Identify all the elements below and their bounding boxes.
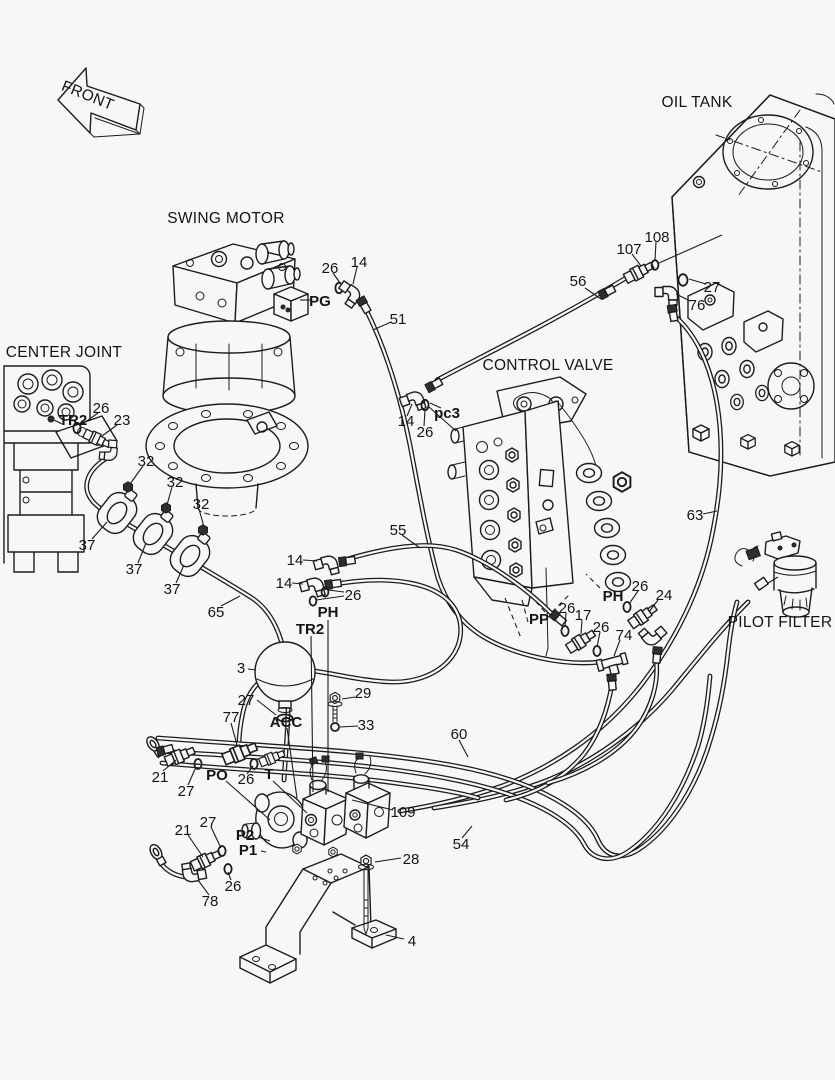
callout-27-tank: 27 [704, 279, 721, 296]
callout-23: 23 [114, 412, 131, 429]
mounting-bracket [239, 853, 397, 984]
callout-78: 78 [202, 893, 219, 910]
port-ph-cv: PH [603, 588, 624, 605]
callout-26-po: 26 [238, 771, 255, 788]
callout-21-a: 21 [152, 769, 169, 786]
oring-26-p1 [223, 863, 233, 875]
accumulator [254, 641, 316, 723]
port-p2: P2 [236, 827, 254, 844]
oring-26-pp [560, 625, 570, 637]
oring-26-ph [622, 601, 632, 613]
port-ph-m: PH [318, 604, 339, 621]
callout-65: 65 [208, 604, 225, 621]
callout-14-a: 14 [287, 552, 304, 569]
callout-33: 33 [358, 717, 375, 734]
callout-4: 4 [408, 933, 416, 950]
port-pp: PP [529, 611, 549, 628]
callout-26-m: 26 [345, 587, 362, 604]
callout-37-b: 37 [126, 561, 143, 578]
callout-24: 24 [656, 587, 673, 604]
callout-26-pg: 26 [322, 260, 339, 277]
callout-32-b: 32 [167, 474, 184, 491]
swing-motor-title: SWING MOTOR [167, 210, 285, 227]
callout-27-a: 27 [178, 783, 195, 800]
oil-tank [671, 93, 835, 477]
callout-26-cj: 26 [93, 400, 110, 417]
port-acc: ACC [270, 714, 303, 731]
callout-14-pc3: 14 [398, 413, 415, 430]
callout-14-b: 14 [276, 575, 293, 592]
washer-108 [650, 259, 660, 271]
hose-end-b [146, 841, 169, 868]
oring-26-cj [72, 421, 82, 435]
callout-21-b: 21 [175, 822, 192, 839]
callout-26-p1: 26 [225, 878, 242, 895]
pilot-filter [734, 531, 817, 618]
bolt-28 [358, 854, 374, 935]
port-po: PO [206, 767, 228, 784]
oring-27-a [193, 758, 203, 770]
callout-26-74: 26 [593, 619, 610, 636]
callout-76: 76 [689, 297, 706, 314]
callout-37-a: 37 [79, 537, 96, 554]
callout-108: 108 [644, 229, 669, 246]
port-p1: P1 [239, 842, 257, 859]
labels: SWING MOTOR OIL TANK CENTER JOINT CONTRO… [6, 94, 833, 950]
callout-27-b: 27 [200, 814, 217, 831]
callout-32-c: 32 [193, 496, 210, 513]
callout-29: 29 [355, 685, 372, 702]
pilot-filter-title: PILOT FILTER [728, 614, 833, 631]
callout-32-a: 32 [138, 453, 155, 470]
port-t: T [264, 766, 273, 783]
callout-27-acc: 27 [238, 692, 255, 709]
front-direction-arrow: FRONT [57, 67, 145, 138]
callout-109: 109 [390, 804, 415, 821]
callout-77: 77 [223, 709, 240, 726]
callout-63: 63 [687, 507, 704, 524]
callout-60: 60 [451, 726, 468, 743]
oring-27-tank [677, 273, 689, 287]
callout-56: 56 [570, 273, 587, 290]
fitting-24 [626, 601, 660, 631]
callout-107: 107 [616, 241, 641, 258]
bolt-29-washer-33 [327, 691, 343, 732]
oring-27-b [217, 845, 227, 857]
callout-26-pp: 26 [559, 600, 576, 617]
port-pc3: pc3 [434, 405, 460, 422]
callout-37-c: 37 [164, 581, 181, 598]
callout-51: 51 [390, 311, 407, 328]
center-joint-title: CENTER JOINT [6, 344, 123, 361]
callout-3: 3 [237, 660, 245, 677]
control-valve [447, 376, 632, 657]
clamp-bolt-32-c [198, 524, 208, 536]
hoses [84, 269, 751, 880]
fitting-21-b [188, 847, 224, 873]
callout-17: 17 [575, 607, 592, 624]
port-tr2-m: TR2 [296, 621, 324, 638]
callout-14-pg: 14 [351, 254, 368, 271]
center-joint [3, 365, 118, 573]
callout-26-ph: 26 [632, 578, 649, 595]
elbow-14-a [312, 553, 341, 580]
pg-port-block [273, 286, 310, 322]
clamp-bolt-32-b [161, 502, 171, 514]
clamp-bolt-32-a [123, 481, 133, 493]
port-tr2-cj: TR2 [59, 412, 87, 429]
solenoid-manifold [241, 752, 391, 858]
callout-74: 74 [616, 627, 633, 644]
callout-26-pc3: 26 [417, 424, 434, 441]
swing-motor [145, 240, 310, 517]
oring-26-74 [592, 645, 602, 657]
leader-lines [53, 241, 718, 940]
callout-28: 28 [403, 851, 420, 868]
callout-54: 54 [453, 836, 470, 853]
control-valve-title: CONTROL VALVE [482, 357, 613, 374]
oil-tank-title: OIL TANK [661, 94, 732, 111]
elbow-76 [654, 285, 679, 307]
port-pg: PG [309, 293, 331, 310]
oring-26-po [249, 758, 259, 770]
callout-55: 55 [390, 522, 407, 539]
